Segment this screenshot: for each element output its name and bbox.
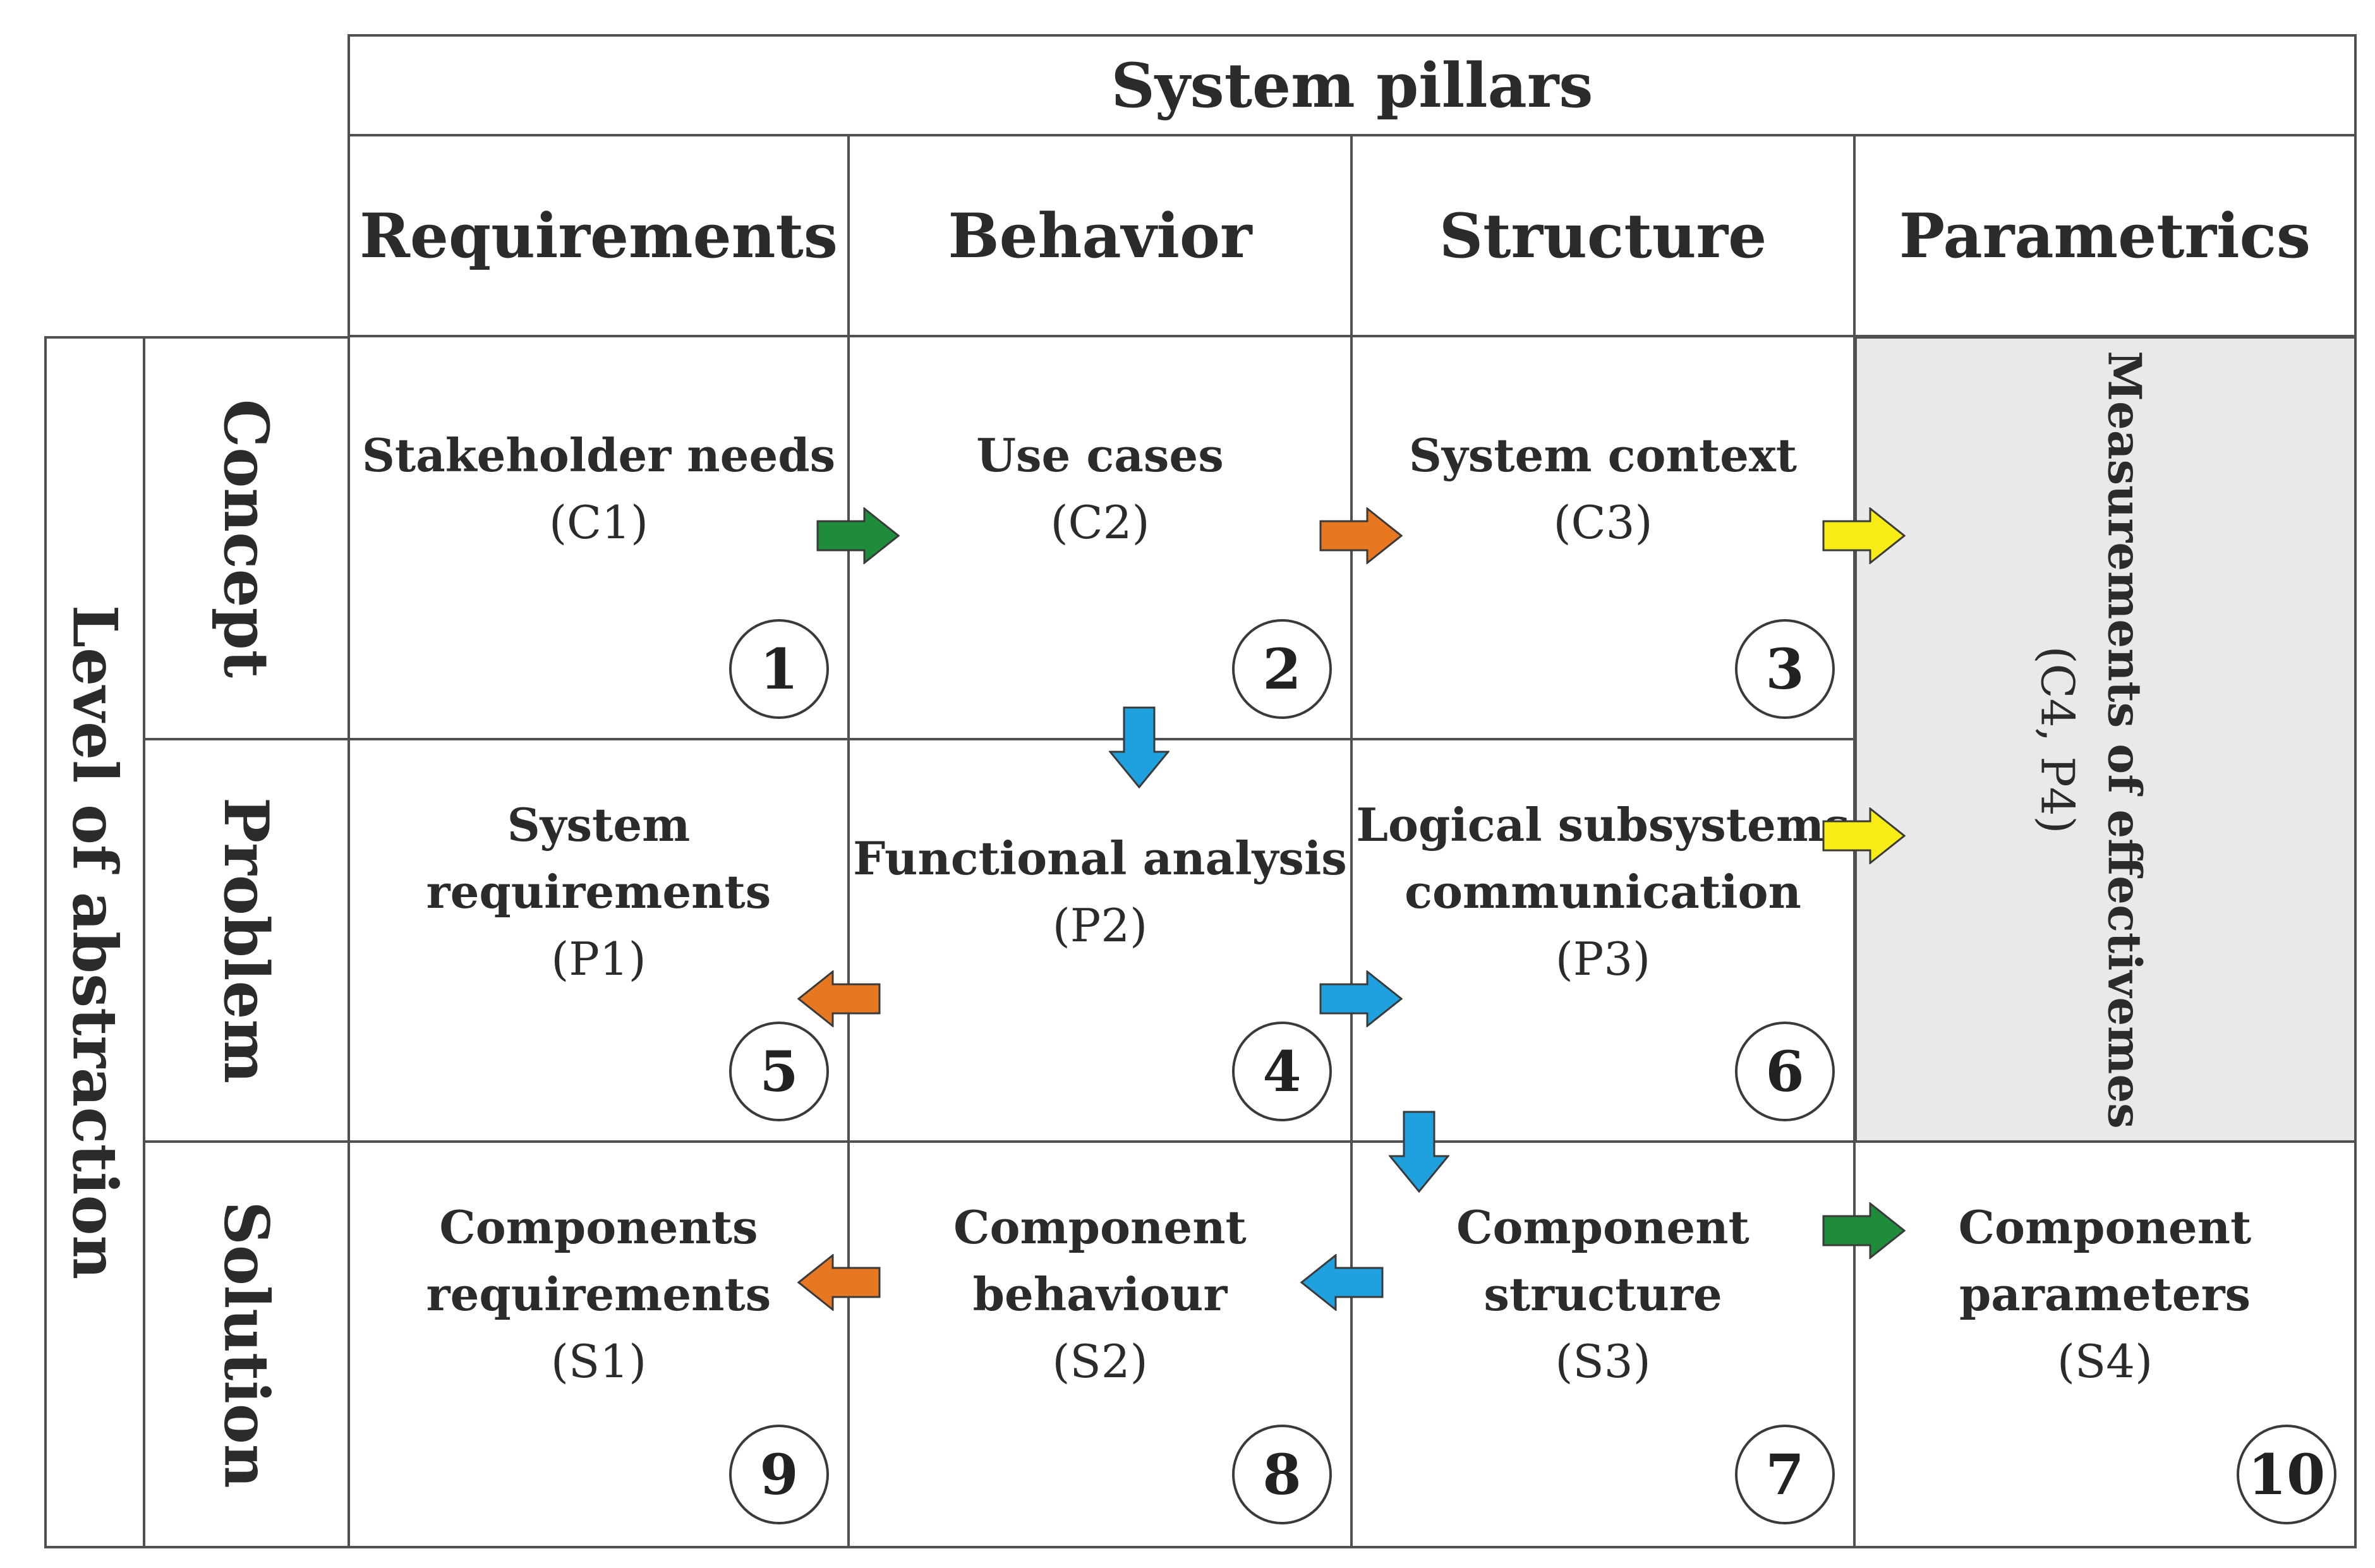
cell-p3-title-line2: communication <box>1405 865 1801 919</box>
row-label-solution: Solution <box>145 1143 347 1546</box>
cell-s2-title: Component behaviour <box>850 1194 1350 1328</box>
cell-c1-code: (C1) <box>548 496 649 549</box>
cell-s2-title-line2: behaviour <box>972 1267 1228 1321</box>
axis-label-level-of-abstraction: Level of abstraction <box>47 339 143 1546</box>
cell-p1-title-line1: System <box>507 798 691 852</box>
cell-p3-title: Logical subsystems communication <box>1353 792 1853 926</box>
cell-p1-title-line2: requirements <box>426 865 771 919</box>
cell-s4-title-line1: Component <box>1958 1200 2252 1254</box>
step-badge-1: 1 <box>729 619 829 719</box>
cell-p1-title: System requirements <box>350 792 847 926</box>
row-label-problem-text: Problem <box>210 797 282 1084</box>
step-badge-6: 6 <box>1735 1022 1835 1121</box>
cell-s3: Component structure (S3) <box>1353 1194 1853 1395</box>
cell-p3-code: (P3) <box>1555 932 1651 986</box>
cell-s3-code: (S3) <box>1555 1335 1651 1388</box>
column-header-behavior: Behavior <box>948 200 1252 272</box>
cell-s4: Component parameters (S4) <box>1856 1194 2354 1395</box>
cell-s4-title-line2: parameters <box>1959 1267 2251 1321</box>
grid-line-col2 <box>1350 134 1353 1548</box>
grid-line-col1 <box>847 134 850 1548</box>
grid-line-axis <box>143 336 145 1548</box>
grid-line-row2 <box>144 1140 2357 1143</box>
cell-c3: System context (C3) <box>1353 422 1853 556</box>
arrow-down-icon <box>1109 706 1169 788</box>
cell-c3-code: (C3) <box>1553 496 1653 549</box>
cell-p2-title: Functional analysis <box>853 831 1347 885</box>
merged-cell-background <box>1854 336 2357 1143</box>
step-badge-2: 2 <box>1232 619 1332 719</box>
arrow-right-icon <box>1319 507 1403 564</box>
axis-frame <box>44 336 350 1548</box>
merged-cell-measurements: Measurements of effectivemes (C4, P4) <box>1997 339 2186 1140</box>
arrow-right-icon <box>816 507 900 564</box>
column-header-parametrics: Parametrics <box>1899 200 2311 272</box>
cell-p1-code: (P1) <box>551 932 646 986</box>
step-badge-7: 7 <box>1735 1425 1835 1524</box>
cell-s1-title-line1: Components <box>439 1200 758 1254</box>
arrow-right-icon <box>1822 807 1906 864</box>
axis-label-text: Level of abstraction <box>59 605 131 1280</box>
arrow-down-icon <box>1389 1111 1449 1193</box>
row-label-concept: Concept <box>145 339 347 738</box>
cell-p3: Logical subsystems communication (P3) <box>1353 792 1853 992</box>
cell-c2: Use cases (C2) <box>850 422 1350 556</box>
cell-c2-title: Use cases <box>976 428 1224 482</box>
column-header-structure: Structure <box>1439 200 1767 272</box>
column-header-requirements: Requirements <box>360 200 838 272</box>
cell-s1-title-line2: requirements <box>426 1267 771 1321</box>
cell-s4-title: Component parameters <box>1856 1194 2354 1328</box>
cell-s3-title: Component structure <box>1353 1194 1853 1328</box>
row-label-problem: Problem <box>145 740 347 1140</box>
step-badge-10: 10 <box>2237 1425 2336 1524</box>
cell-s1: Components requirements (S1) <box>350 1194 847 1395</box>
arrow-left-icon <box>797 1254 881 1311</box>
arrow-right-icon <box>1822 507 1906 564</box>
cell-s1-code: (S1) <box>550 1335 647 1388</box>
row-label-concept-text: Concept <box>210 399 282 678</box>
cell-s2-title-line1: Component <box>953 1200 1247 1254</box>
cell-p2-code: (P2) <box>1052 899 1148 952</box>
step-badge-8: 8 <box>1232 1425 1332 1524</box>
cell-c1: Stakeholder needs (C1) <box>350 422 847 556</box>
arrow-left-icon <box>797 970 881 1027</box>
arrow-right-icon <box>1822 1202 1906 1259</box>
cell-s3-title-line2: structure <box>1484 1267 1722 1321</box>
cell-p1: System requirements (P1) <box>350 792 847 992</box>
arrow-right-icon <box>1319 970 1403 1027</box>
cell-s2-code: (S2) <box>1052 1335 1148 1388</box>
cell-p3-title-line1: Logical subsystems <box>1356 798 1850 852</box>
cell-s2: Component behaviour (S2) <box>850 1194 1350 1395</box>
row-label-solution-text: Solution <box>210 1200 282 1488</box>
cell-s3-title-line1: Component <box>1456 1200 1750 1254</box>
merged-cell-code: (C4, P4) <box>2031 645 2085 834</box>
step-badge-9: 9 <box>729 1425 829 1524</box>
grid-line-row1 <box>144 738 1856 740</box>
diagram-title: System pillars <box>1111 49 1593 121</box>
cell-c1-title: Stakeholder needs <box>361 428 836 482</box>
cell-s1-title: Components requirements <box>350 1194 847 1328</box>
cell-c3-title: System context <box>1408 428 1798 482</box>
step-badge-3: 3 <box>1735 619 1835 719</box>
cell-s4-code: (S4) <box>2057 1335 2153 1388</box>
step-badge-5: 5 <box>729 1022 829 1121</box>
cell-c2-code: (C2) <box>1050 496 1150 549</box>
arrow-left-icon <box>1300 1254 1384 1311</box>
merged-cell-title: Measurements of effectivemes <box>2098 350 2153 1129</box>
cell-p2: Functional analysis (P2) <box>850 825 1350 959</box>
step-badge-4: 4 <box>1232 1022 1332 1121</box>
